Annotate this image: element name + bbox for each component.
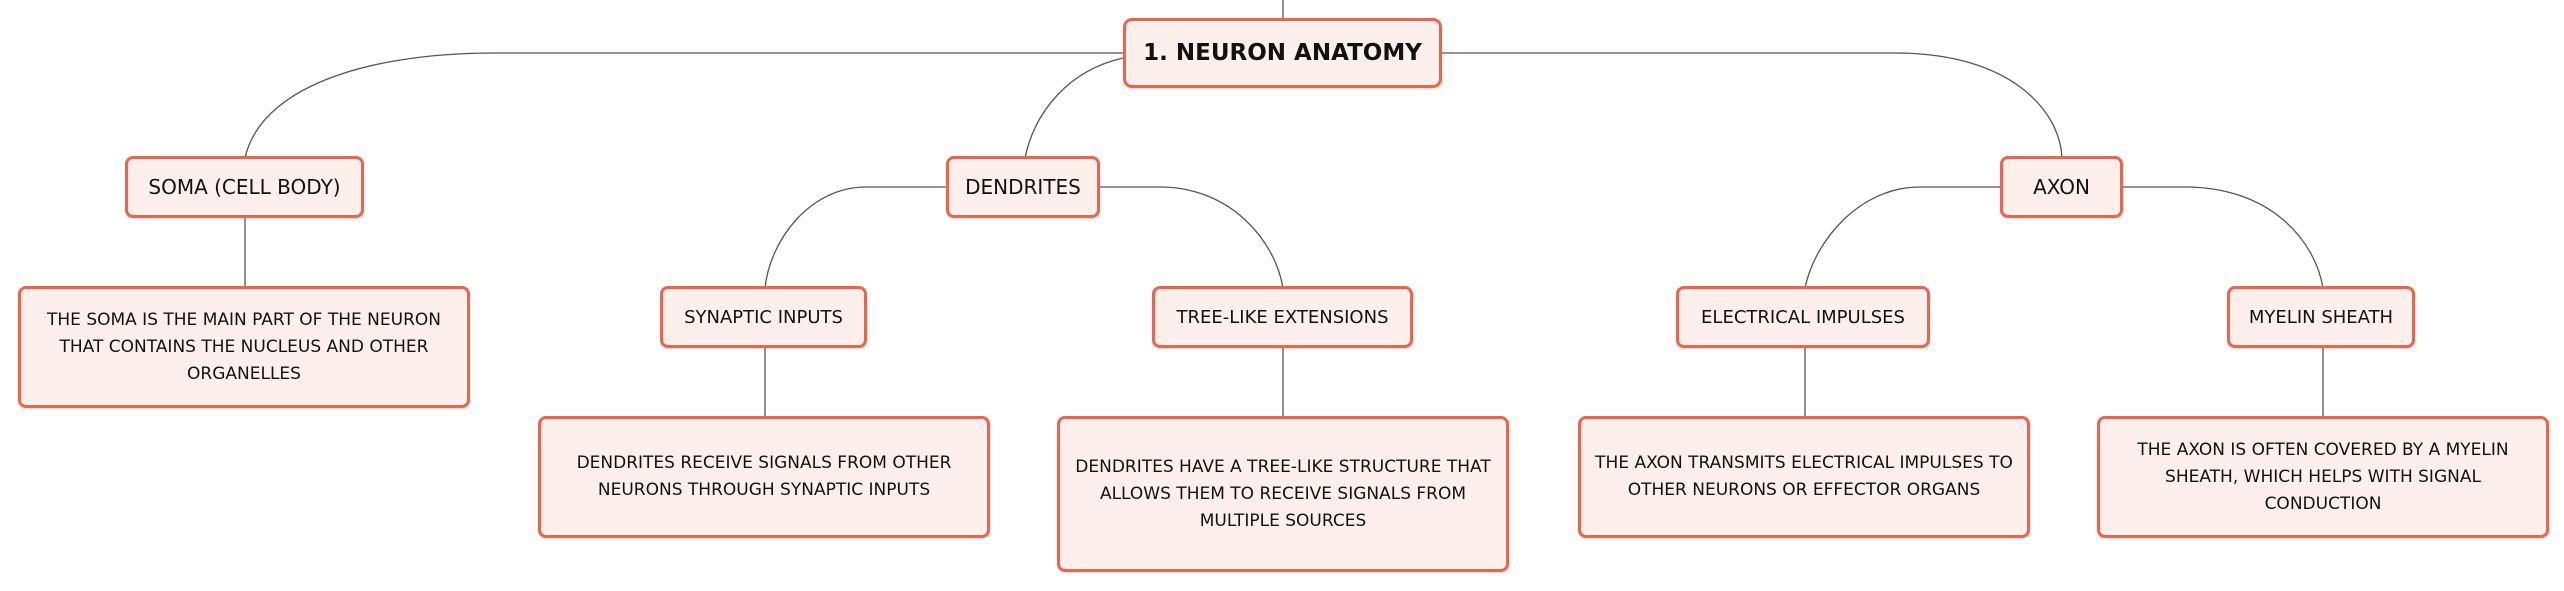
myelin-sheath-detail-node[interactable]: THE AXON IS OFTEN COVERED BY A MYELIN SH… [2097,416,2549,538]
myelin-sheath-node[interactable]: MYELIN SHEATH [2227,286,2415,348]
tree-like-extensions-detail-node[interactable]: DENDRITES HAVE A TREE-LIKE STRUCTURE THA… [1057,416,1509,572]
electrical-impulses-detail-text: THE AXON TRANSMITS ELECTRICAL IMPULSES T… [1595,453,2013,500]
connector-root-soma [244,52,1123,159]
root-node[interactable]: 1. NEURON ANATOMY [1123,18,1442,88]
soma-detail-text: THE SOMA IS THE MAIN PART OF THE NEURON … [47,309,441,384]
soma-node[interactable]: SOMA (CELL BODY) [125,156,364,218]
tree-like-extensions-detail-text: DENDRITES HAVE A TREE-LIKE STRUCTURE THA… [1075,456,1491,531]
root-node-label: 1. NEURON ANATOMY [1143,40,1422,66]
soma-detail-node[interactable]: THE SOMA IS THE MAIN PART OF THE NEURON … [18,286,470,408]
electrical-impulses-detail-node[interactable]: THE AXON TRANSMITS ELECTRICAL IMPULSES T… [1578,416,2030,538]
synaptic-inputs-detail-text: DENDRITES RECEIVE SIGNALS FROM OTHER NEU… [576,453,952,500]
connector-dendrites-synaptic [764,186,946,289]
tree-like-extensions-node[interactable]: TREE-LIKE EXTENSIONS [1152,286,1413,348]
myelin-sheath-detail-text: THE AXON IS OFTEN COVERED BY A MYELIN SH… [2137,439,2509,514]
tree-like-extensions-label: TREE-LIKE EXTENSIONS [1176,306,1389,328]
connector-root-dendrites [1024,57,1124,159]
electrical-impulses-node[interactable]: ELECTRICAL IMPULSES [1676,286,1930,348]
soma-node-label: SOMA (CELL BODY) [148,175,341,199]
synaptic-inputs-node[interactable]: SYNAPTIC INPUTS [660,286,867,348]
connector-dendrites-tree [1100,186,1284,289]
synaptic-inputs-label: SYNAPTIC INPUTS [684,306,843,328]
dendrites-node[interactable]: DENDRITES [946,156,1100,218]
synaptic-inputs-detail-node[interactable]: DENDRITES RECEIVE SIGNALS FROM OTHER NEU… [538,416,990,538]
connector-axon-electrical [1804,186,2000,289]
electrical-impulses-label: ELECTRICAL IMPULSES [1701,306,1905,328]
axon-node-label: AXON [2033,175,2090,199]
connector-root-axon [1442,52,2063,159]
dendrites-node-label: DENDRITES [965,175,1081,199]
myelin-sheath-label: MYELIN SHEATH [2248,306,2394,328]
connector-axon-myelin [2123,186,2324,289]
axon-node[interactable]: AXON [2000,156,2123,218]
